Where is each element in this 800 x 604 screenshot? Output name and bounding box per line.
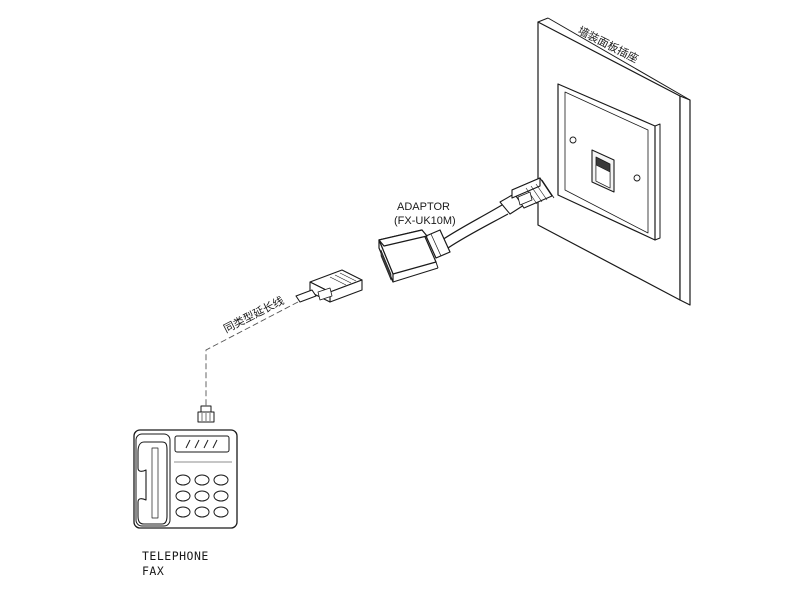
screw-hole-icon: [569, 136, 577, 144]
socket-faceplate: [557, 83, 661, 241]
extension-cable-label: 同类型延长线: [221, 293, 286, 335]
screw-hole-icon: [633, 174, 641, 182]
keypad: [175, 474, 229, 518]
device-label-fax: FAX: [142, 564, 164, 578]
jack-port-icon: [591, 149, 615, 193]
adaptor-model-label: (FX-UK10M): [394, 215, 456, 227]
adaptor-name-label: ADAPTOR: [397, 201, 450, 213]
telephone-icon: [133, 429, 238, 529]
phone-plug-icon: [197, 405, 215, 423]
extension-plug-icon: [295, 269, 363, 303]
extension-cable-path: [205, 301, 299, 408]
adaptor-icon: [378, 229, 451, 283]
device-label-telephone: TELEPHONE: [142, 549, 209, 563]
wall-plug-icon: [499, 177, 555, 215]
adaptor-cable: [441, 204, 509, 249]
